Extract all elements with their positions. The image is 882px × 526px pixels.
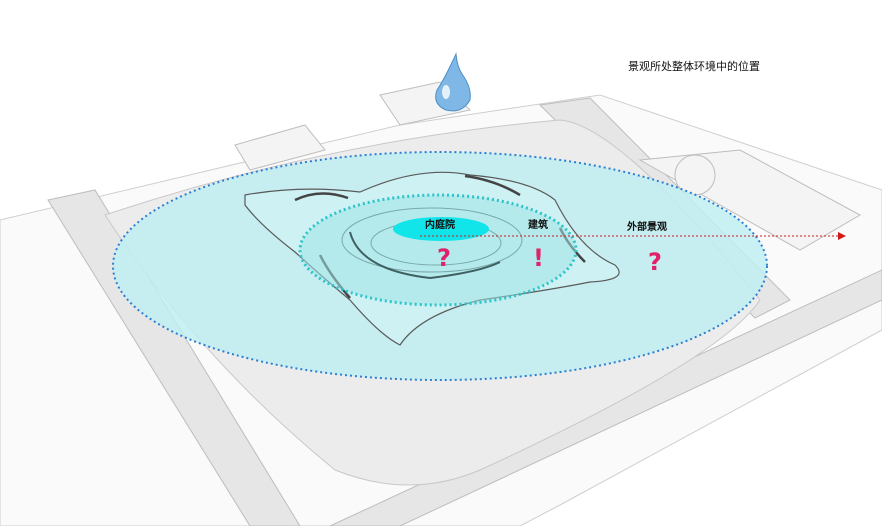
zone-label-building: 建筑 [528, 220, 548, 231]
inner-ring-1 [341, 207, 523, 273]
mark-building: ! [533, 244, 544, 272]
zone-label-inner: 内庭院 [425, 220, 455, 231]
diagram-title: 景观所处整体环境中的位置 [628, 60, 760, 73]
wall-stroke-2 [464, 174, 521, 197]
inner-spiral [349, 231, 501, 280]
building-top-left [234, 124, 326, 171]
water-drop-highlight [442, 85, 450, 99]
inner-courtyard [393, 217, 489, 241]
road-left [47, 189, 301, 526]
zone-label-outer: 外部景观 [627, 222, 667, 233]
mark-inner: ? [437, 244, 451, 272]
mark-outer: ? [648, 248, 662, 276]
arrow-head [838, 232, 846, 240]
wall-stroke-1 [294, 192, 349, 202]
